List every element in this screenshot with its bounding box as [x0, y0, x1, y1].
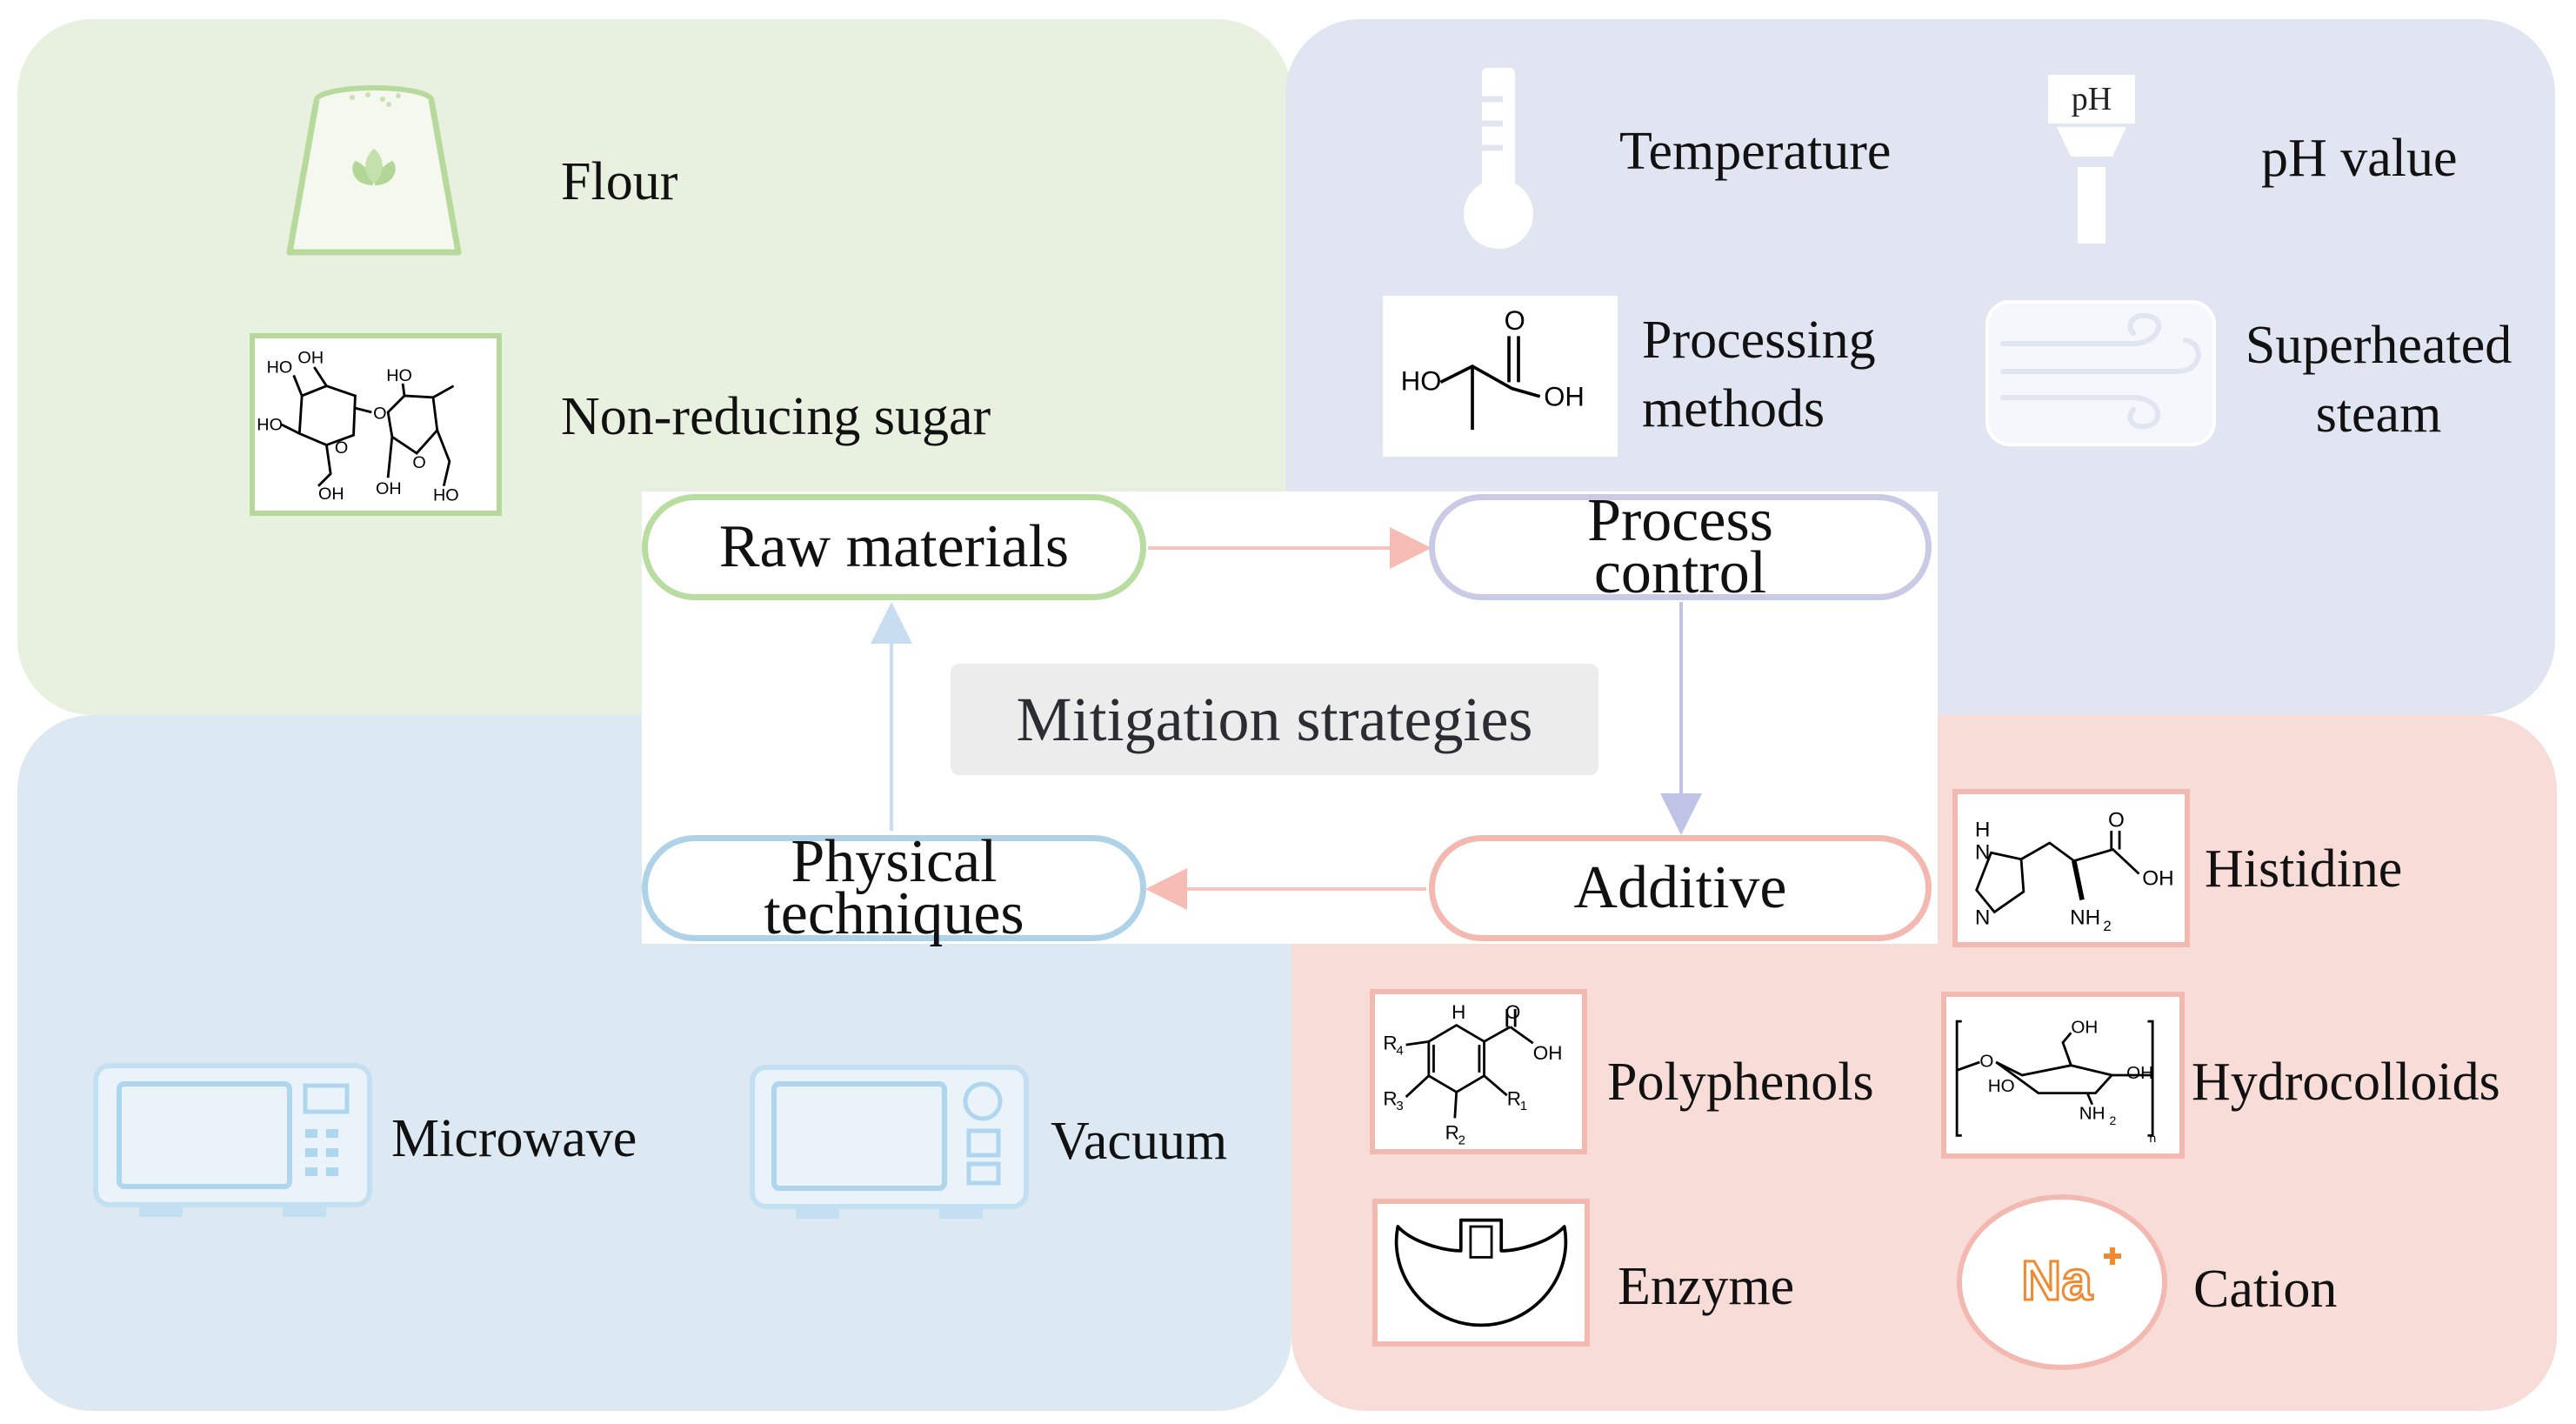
svg-text:HO: HO [1401, 365, 1442, 396]
svg-text:H: H [1975, 819, 1991, 842]
svg-text:OH: OH [376, 479, 402, 498]
svg-text:1: 1 [1520, 1099, 1527, 1113]
svg-text:H: H [1452, 1001, 1465, 1023]
svg-text:OH: OH [297, 348, 324, 367]
svg-text:4: 4 [1396, 1043, 1403, 1058]
microwave-label: Microwave [391, 1109, 637, 1168]
sodium-cation-icon: Na [1957, 1194, 2167, 1370]
hydrocolloid-structure: O OH HO OH NH 2 n [1941, 992, 2185, 1159]
svg-text:HO: HO [1988, 1076, 2015, 1096]
temperature-label: Temperature [1619, 122, 1892, 181]
svg-text:OH: OH [1544, 382, 1585, 412]
svg-text:HO: HO [257, 416, 283, 435]
svg-text:O: O [1979, 1052, 1993, 1072]
svg-text:R: R [1383, 1087, 1397, 1109]
lactic-acid-structure: O HO OH [1383, 296, 1618, 457]
svg-text:O: O [373, 404, 386, 423]
svg-text:O: O [2108, 808, 2125, 832]
svg-text:N: N [1975, 841, 1991, 865]
svg-text:R: R [1507, 1087, 1521, 1109]
svg-text:Na: Na [2021, 1249, 2092, 1312]
svg-text:OH: OH [318, 485, 344, 504]
svg-text:2: 2 [2103, 918, 2111, 934]
svg-text:O: O [1505, 1001, 1520, 1023]
histidine-label: Histidine [2205, 839, 2403, 899]
svg-text:R: R [1383, 1033, 1397, 1054]
enzyme-icon [1372, 1199, 1590, 1347]
vacuum-label: Vacuum [1051, 1112, 1228, 1171]
svg-text:NH: NH [2079, 1104, 2106, 1124]
svg-text:OH: OH [2071, 1017, 2098, 1037]
svg-text:R: R [1445, 1122, 1459, 1144]
svg-text:2: 2 [2109, 1113, 2116, 1127]
raw-materials-node: Raw materials [642, 494, 1146, 600]
svg-text:OH: OH [1533, 1042, 1563, 1064]
svg-text:OH: OH [2142, 867, 2173, 891]
svg-text:3: 3 [1396, 1099, 1403, 1113]
sucrose-structure: HO OH O O HO HO O OH OH HO [250, 333, 502, 516]
flour-bag-icon [286, 85, 462, 256]
polyphenols-label: Polyphenols [1607, 1053, 1874, 1112]
vacuum-oven-icon [750, 1065, 1029, 1219]
svg-text:pH: pH [2072, 81, 2112, 117]
mitigation-strategies-title: Mitigation strategies [951, 664, 1598, 775]
svg-text:HO: HO [433, 486, 459, 505]
svg-text:NH: NH [2070, 906, 2100, 929]
microwave-icon [93, 1063, 372, 1217]
polyphenol-structure: H O OH R4 R3 R1 R2 [1370, 989, 1587, 1154]
svg-text:OH: OH [2126, 1063, 2153, 1083]
enzyme-label: Enzyme [1618, 1257, 1795, 1316]
steam-wind-icon [1985, 300, 2216, 446]
svg-text:N: N [1975, 906, 1991, 929]
svg-text:n: n [2149, 1131, 2156, 1145]
cation-label: Cation [2193, 1260, 2338, 1319]
thermometer-icon [1464, 68, 1533, 249]
hydrocolloids-label: Hydrocolloids [2192, 1053, 2500, 1112]
svg-text:HO: HO [267, 358, 293, 378]
ph-value-label: pH value [2261, 129, 2458, 188]
ph-meter-icon: pH [2048, 75, 2135, 244]
histidine-structure: H N N O OH NH 2 [1952, 789, 2190, 947]
svg-text:O: O [412, 453, 425, 472]
svg-text:O: O [335, 438, 348, 458]
svg-text:HO: HO [386, 366, 412, 385]
non-reducing-sugar-label: Non-reducing sugar [561, 387, 991, 446]
svg-text:2: 2 [1458, 1133, 1465, 1147]
flour-label: Flour [561, 152, 678, 211]
additive-node: Additive [1429, 835, 1932, 941]
svg-text:O: O [1505, 305, 1525, 336]
